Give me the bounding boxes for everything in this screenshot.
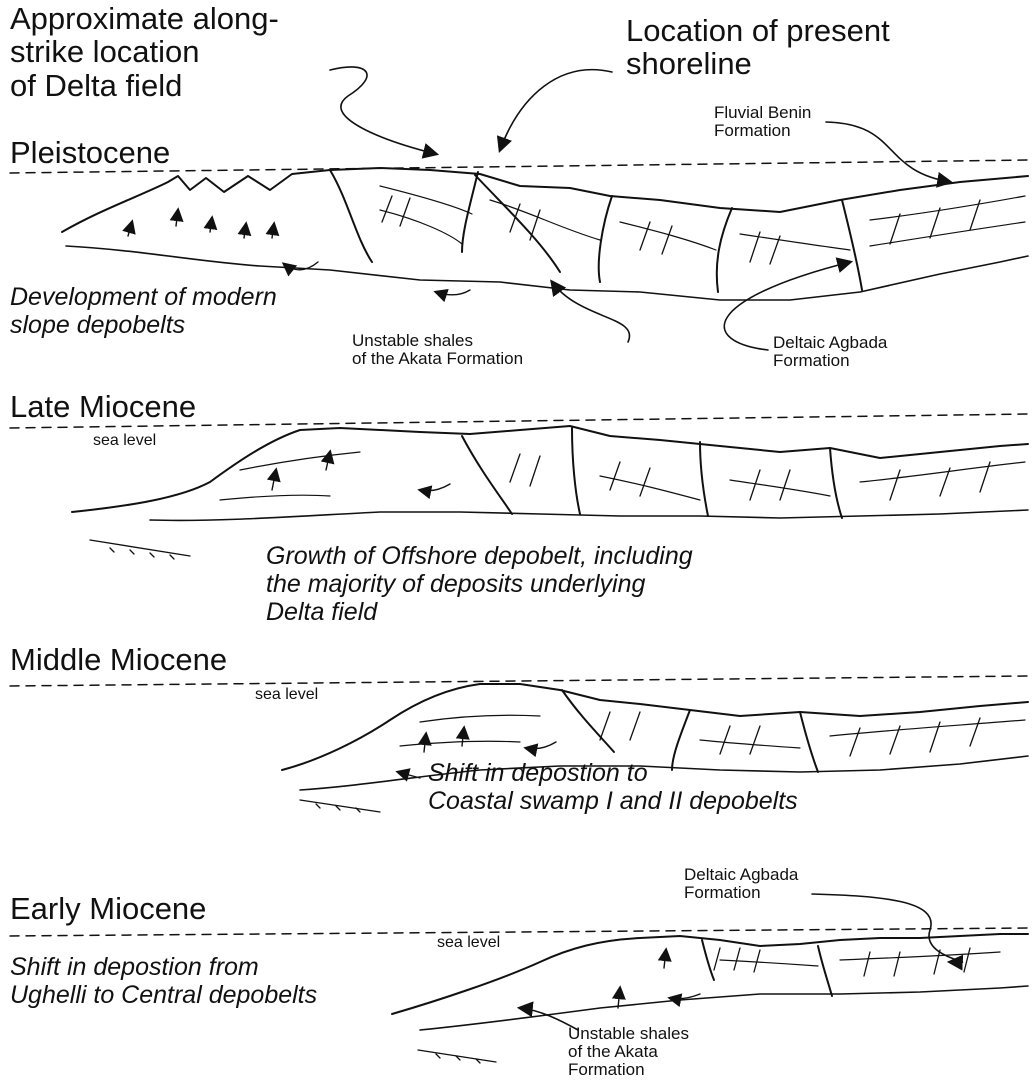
fault xyxy=(702,940,714,980)
fault xyxy=(330,170,372,262)
fault xyxy=(717,208,732,292)
fault xyxy=(462,436,512,514)
basal-shale-surface xyxy=(300,756,1028,790)
leader-arrow xyxy=(826,122,950,182)
fault xyxy=(842,200,862,290)
fault xyxy=(572,428,580,514)
fault xyxy=(462,172,478,252)
sea-level-line xyxy=(10,414,1030,428)
depobelt-surface xyxy=(282,684,1028,770)
basal-shale-surface xyxy=(420,986,1028,1030)
leader-arrow xyxy=(330,67,436,154)
middle-miocene-section xyxy=(10,676,1030,812)
sea-level-line xyxy=(10,928,1030,936)
fault xyxy=(818,946,832,996)
sea-level-line xyxy=(10,160,1030,173)
fault xyxy=(700,442,708,516)
fault xyxy=(672,710,690,770)
basal-shale-surface xyxy=(150,510,1028,520)
fault xyxy=(475,175,560,272)
pleistocene-section xyxy=(10,67,1030,350)
depobelt-surface xyxy=(62,168,1028,232)
leader-arrow xyxy=(724,262,850,350)
late-miocene-section xyxy=(10,414,1030,559)
fault xyxy=(599,196,612,282)
fault xyxy=(800,712,818,772)
fault xyxy=(830,448,842,518)
leader-arrow xyxy=(500,70,612,150)
depobelt-surface xyxy=(72,426,1028,512)
early-miocene-section xyxy=(10,894,1030,1063)
